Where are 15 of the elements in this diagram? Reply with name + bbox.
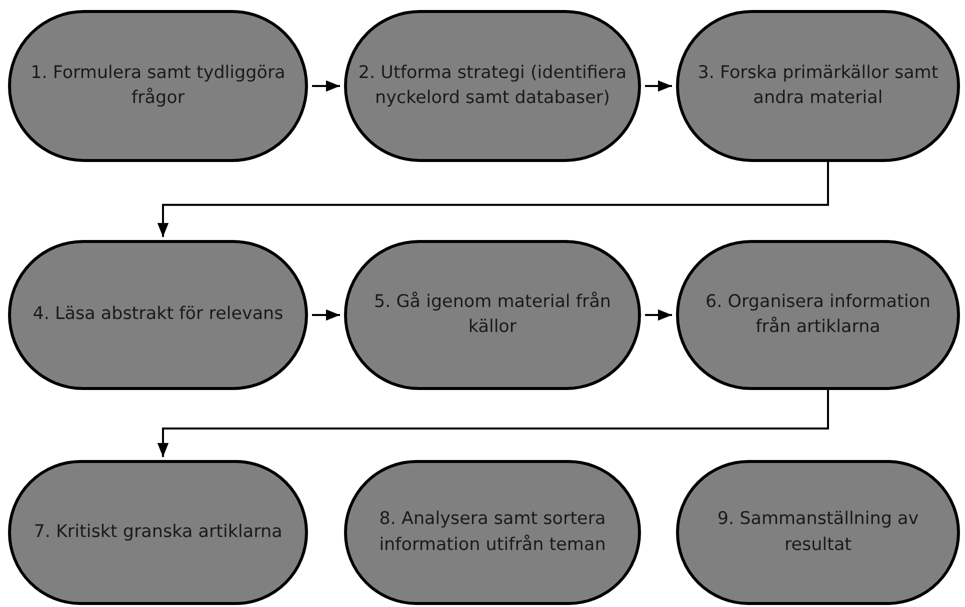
step-label: 5. Gå igenom material från källor [372, 290, 612, 339]
arrow [157, 390, 829, 457]
arrow [312, 309, 340, 321]
step-label: 8. Analysera samt sortera information utifrån teman [378, 508, 607, 556]
arrow [157, 162, 829, 237]
step-label: 6. Organisera information från artiklarna [704, 290, 932, 339]
step-label: 1. Formulera samt tydliggöra frågor [30, 62, 286, 110]
arrow [645, 80, 672, 92]
step-label: 7. Kritiskt granska artiklarna [34, 520, 282, 544]
arrow [645, 309, 672, 321]
step-label: 9. Sammanställning av resultat [716, 508, 920, 556]
step-label: 4. Läsa abstrakt för relevans [32, 303, 284, 326]
step-label: 2. Utforma strategi (identifiera nyckelord samt databaser) [357, 62, 628, 110]
step-label: 3. Forska primärkällor samt andra material [696, 62, 940, 110]
arrow [312, 80, 340, 92]
